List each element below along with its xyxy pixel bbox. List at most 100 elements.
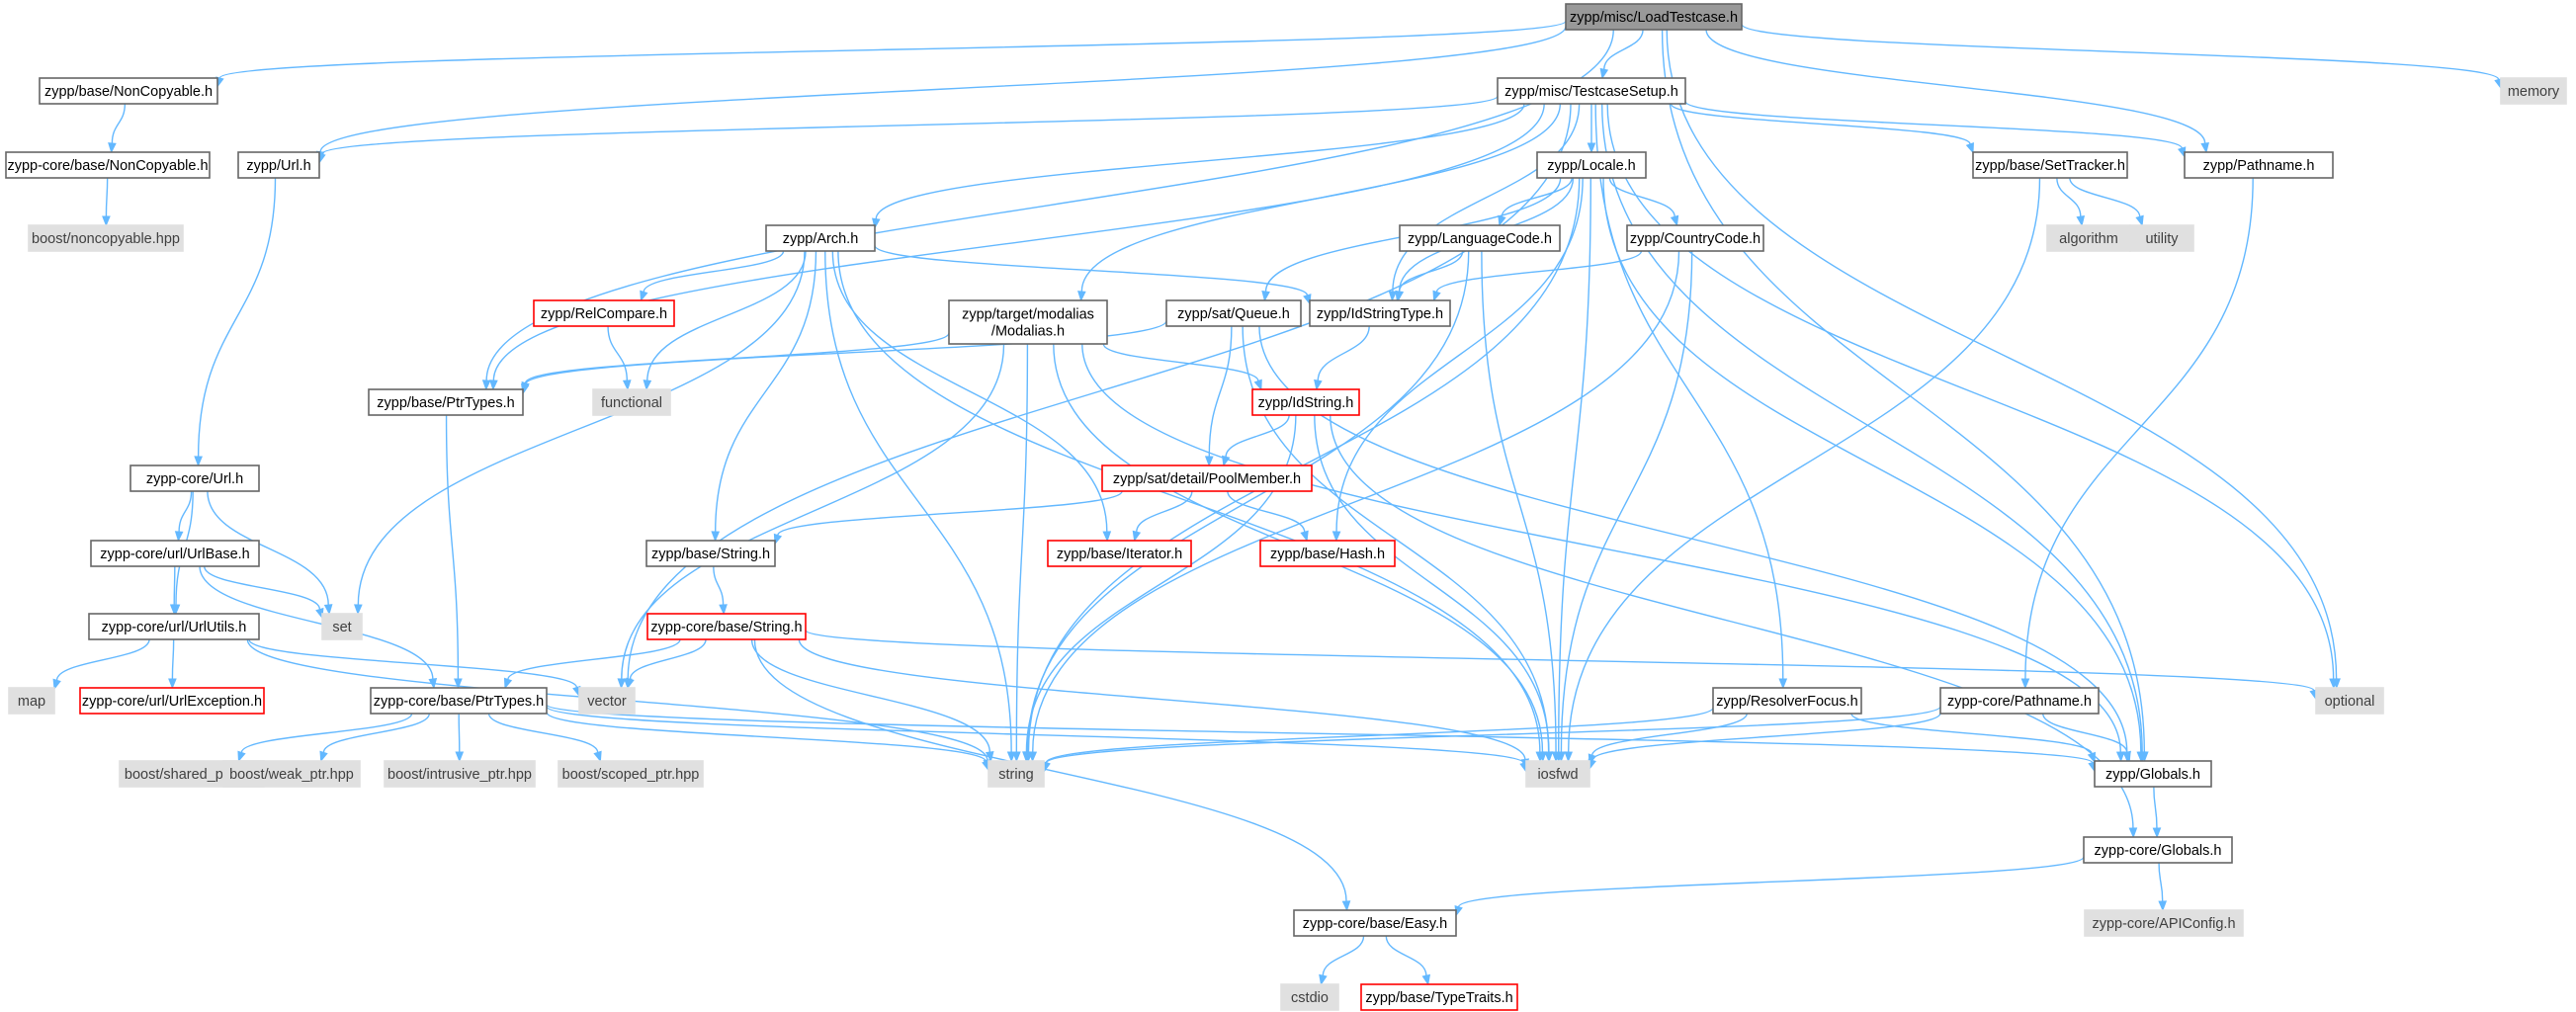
node-urlexception[interactable]: zypp-core/url/UrlException.h [79,687,265,715]
node-box [28,224,184,252]
edge-settracker-to-algorithm [2056,177,2086,227]
edge-line [546,706,1525,764]
edge-arrowhead [711,531,721,543]
node-box [2184,151,2334,179]
node-weak-ptr: boost/weak_ptr.hpp [222,760,361,788]
node-modalias[interactable]: zypp/target/modalias/Modalias.h [948,299,1108,345]
edge-arrowhead [1670,214,1679,227]
node-string: string [987,760,1045,788]
node-core-url[interactable]: zypp-core/Url.h [129,464,260,492]
edge-arch-to-iosfwd [837,250,1545,763]
node-box [948,299,1108,345]
node-idstringtype[interactable]: zypp/IdStringType.h [1309,299,1451,327]
edge-arrowhead [2158,900,2168,912]
edge-line [1705,29,2206,144]
node-root[interactable]: zypp/misc/LoadTestcase.h [1565,3,1743,31]
edge-languagecode-to-idstringtype [1395,250,1464,302]
node-idstring[interactable]: zypp/IdString.h [1251,388,1360,416]
node-core-string[interactable]: zypp-core/base/String.h [646,613,807,640]
node-label: zypp/ResolverFocus.h [1716,694,1857,710]
edge-line [1590,713,1941,761]
edge-line [458,713,461,753]
edge-line [357,250,806,606]
node-core-globals[interactable]: zypp-core/Globals.h [2083,836,2233,864]
edge-arrowhead [1388,291,1398,302]
node-typetraits[interactable]: zypp/base/TypeTraits.h [1360,983,1518,1011]
node-basestring[interactable]: zypp/base/String.h [645,540,776,567]
node-arch[interactable]: zypp/Arch.h [765,224,876,252]
edge-arrowhead [617,678,627,690]
node-resolverfocus[interactable]: zypp/ResolverFocus.h [1712,687,1862,715]
edge-root-to-testcasesetup [1599,29,1644,80]
node-box [1939,687,2100,715]
edge-testcasesetup-to-arch [872,103,1525,229]
node-pathname[interactable]: zypp/Pathname.h [2184,151,2334,179]
edge-ptrtypes-to-core_ptrtypes [445,414,463,690]
node-noncopyable[interactable]: zypp/base/NonCopyable.h [39,77,218,105]
edge-line [643,250,785,293]
node-url[interactable]: zypp/Url.h [237,151,320,179]
node-urlutils[interactable]: zypp-core/url/UrlUtils.h [88,613,260,640]
node-globals[interactable]: zypp/Globals.h [2094,760,2212,788]
node-settracker[interactable]: zypp/base/SetTracker.h [1972,151,2128,179]
edge-line [1661,29,2146,753]
node-hash[interactable]: zypp/base/Hash.h [1259,540,1396,567]
edge-line [199,565,434,680]
edge-line [507,638,681,680]
edge-countrycode-to-iosfwd [1557,250,1693,763]
edge-countrycode-to-idstringtype [1432,250,1643,302]
node-box [1101,464,1313,492]
edge-poolmember-to-iterator [1132,490,1193,543]
node-label: zypp-core/url/UrlException.h [82,694,262,710]
node-countrycode[interactable]: zypp/CountryCode.h [1626,224,1764,252]
node-set: set [321,613,363,640]
edge-core_string-to-easy [753,638,1351,912]
edge-arrowhead [1341,900,1351,912]
node-label: zypp/Arch.h [783,231,859,247]
node-box [321,613,363,640]
node-algorithm: algorithm [2046,224,2131,252]
node-label: boost/intrusive_ptr.hpp [387,767,532,783]
node-core-pathname[interactable]: zypp-core/Pathname.h [1939,687,2100,715]
node-iterator[interactable]: zypp/base/Iterator.h [1047,540,1192,567]
edge-arrowhead [323,604,333,616]
edge-idstringtype-to-idstring [1314,325,1370,391]
node-locale[interactable]: zypp/Locale.h [1536,151,1647,179]
edge-line [713,565,725,606]
node-box [1165,299,1302,327]
edge-line [1045,706,1941,764]
edge-arrowhead [1498,214,1506,227]
node-urlbase[interactable]: zypp-core/url/UrlBase.h [90,540,260,567]
edge-arrowhead [108,142,117,154]
edge-arrowhead [455,751,465,763]
edge-line [1591,713,1748,756]
edge-arrowhead [2128,827,2138,839]
node-testcasesetup[interactable]: zypp/misc/TestcaseSetup.h [1497,77,1686,105]
node-utility: utility [2129,224,2194,252]
node-optional: optional [2315,687,2384,715]
edge-line [627,103,1572,680]
node-box [370,687,548,715]
node-core-noncopyable[interactable]: zypp-core/base/NonCopyable.h [5,151,211,179]
edge-line [178,490,193,533]
node-easy[interactable]: zypp-core/base/Easy.h [1293,909,1457,937]
node-label: zypp/misc/LoadTestcase.h [1570,10,1738,26]
node-box [1626,224,1764,252]
node-box [2083,836,2233,864]
edge-arrowhead [52,678,61,691]
node-languagecode[interactable]: zypp/LanguageCode.h [1399,224,1561,252]
edge-line [171,638,175,680]
edge-arrowhead [1564,751,1574,763]
node-poolmember[interactable]: zypp/sat/detail/PoolMember.h [1101,464,1313,492]
edge-arrowhead [2135,214,2144,227]
node-ptrtypes[interactable]: zypp/base/PtrTypes.h [368,388,524,416]
node-satqueue[interactable]: zypp/sat/Queue.h [1165,299,1302,327]
edge-core_globals-to-apiconfig [2158,862,2168,912]
node-core-ptrtypes[interactable]: zypp-core/base/PtrTypes.h [370,687,548,715]
edge-arrowhead [1303,294,1312,305]
node-label: zypp/IdString.h [1258,395,1354,411]
node-relcompare[interactable]: zypp/RelCompare.h [533,299,675,327]
node-label: set [332,620,351,635]
edge-line [1385,935,1427,976]
